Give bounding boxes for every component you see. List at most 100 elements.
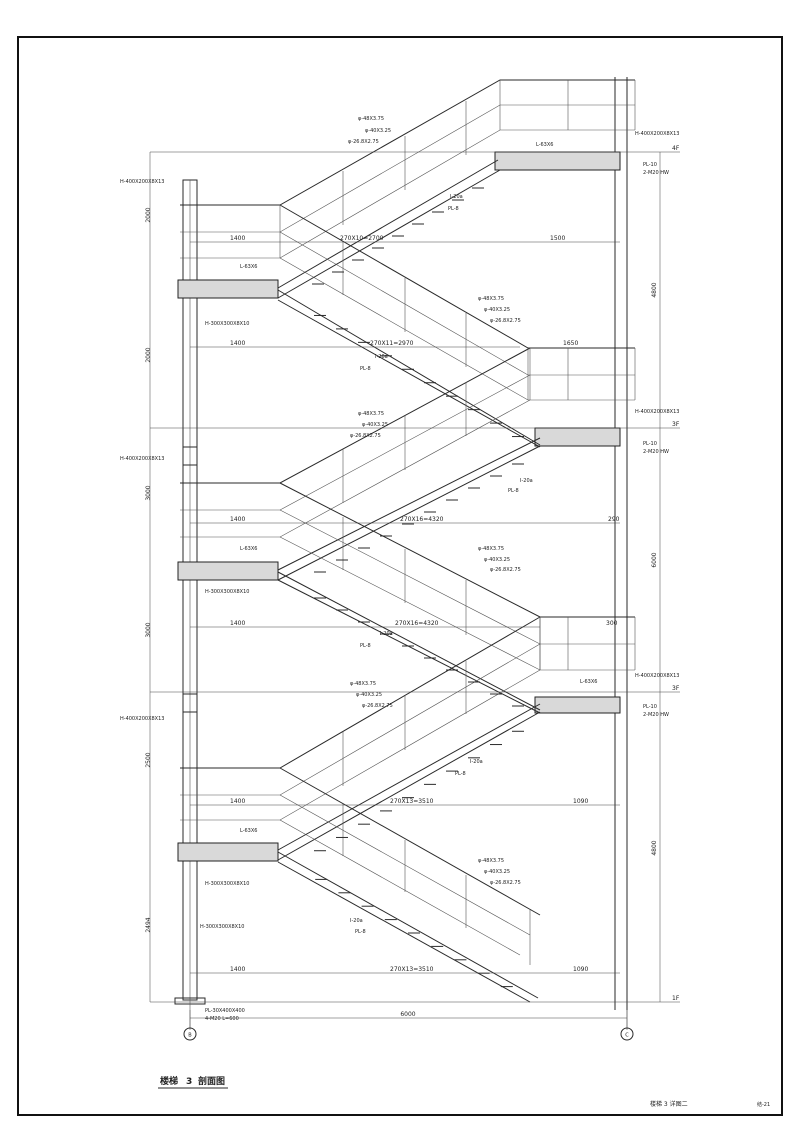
callout-rail-post-1: φ-26.8X2.75 [348, 139, 379, 145]
callout-rail-mid-2: φ-40X3.25 [484, 307, 510, 313]
landing-beam-middle-left [177, 561, 279, 581]
callout-stringer-5: I-20a [470, 759, 483, 765]
stair-treads [312, 187, 524, 988]
callout-column-3: H-400X200X8X13 [120, 716, 164, 722]
axis-c-label: C [625, 1033, 629, 1039]
column-dim-2: 2000 [145, 347, 152, 362]
callout-stringer-4: I-20a [380, 631, 393, 637]
callout-beam-5: L-63X6 [580, 679, 597, 685]
sheet-border [17, 36, 783, 1116]
callout-stringer-2: I-20a [375, 354, 388, 360]
right-column [614, 77, 628, 1010]
flight-dim-4: 270X16=4320 [395, 620, 439, 627]
callout-column-right-3: H-400X200X8X13 [635, 673, 679, 679]
callout-column-5: H-300X300X8X10 [205, 589, 249, 595]
column-dim-4: 3000 [145, 622, 152, 637]
flight-dim-2: 270X11=2970 [370, 340, 414, 347]
callout-plate-5: PL-8 [455, 771, 466, 777]
landing-beam-upper-left [177, 279, 279, 299]
axis-b-label: B [188, 1033, 192, 1039]
callout-column-right-2: H-400X200X8X13 [635, 409, 679, 415]
right-dim-3: 290 [608, 516, 620, 523]
level-lines [149, 151, 680, 1030]
callout-rail-mid-3: φ-40X3.25 [362, 422, 388, 428]
landing-dim-left-6: 1400 [230, 966, 245, 973]
left-column [174, 179, 206, 1005]
callout-bolt-3: 2-M20 HW [643, 712, 669, 718]
callout-bracket-2: PL-10 [643, 441, 657, 447]
callout-column-1: H-400X200X8X13 [120, 179, 164, 185]
callout-plate-4: PL-8 [360, 643, 371, 649]
callout-bolt-1: 2-M20 HW [643, 170, 669, 176]
callout-rail-mid-4: φ-40X3.25 [484, 557, 510, 563]
callout-stringer-6: I-20a [350, 918, 363, 924]
callout-rail-mid-6: φ-40X3.25 [484, 869, 510, 875]
rail-posts [279, 80, 636, 965]
callout-rail-mid-1: φ-40X3.25 [365, 128, 391, 134]
flight-dim-3: 270X16=4320 [400, 516, 444, 523]
callout-rail-top-2: φ-48X3.75 [478, 296, 504, 302]
axis-c: C [620, 1010, 634, 1041]
callout-plate-1: PL-8 [448, 206, 459, 212]
level-4-marker: 4F [672, 145, 680, 152]
callout-bracket-1: PL-10 [643, 162, 657, 168]
callout-column-right-1: H-400X200X8X13 [635, 131, 679, 137]
landing-dim-left-3: 1400 [230, 516, 245, 523]
storey-dim-upper: 4800 [651, 282, 658, 297]
callout-rail-post-5: φ-26.8X2.75 [362, 703, 393, 709]
landing-beam-level3a [534, 427, 621, 447]
level-3a-marker: 3F [672, 421, 680, 428]
callout-stringer-1: I-20a [450, 194, 463, 200]
column-dim-6: 2494 [145, 917, 152, 932]
landing-dim-left-2: 1400 [230, 340, 245, 347]
callout-rail-post-3: φ-26.8X2.75 [350, 433, 381, 439]
column-dim-3: 3000 [145, 485, 152, 500]
titleblock-text: 楼梯 3 详图二 [650, 1100, 688, 1108]
flight-dim-5: 270X13=3510 [390, 798, 434, 805]
callout-beam-4: L-63X6 [536, 142, 553, 148]
callout-anchor: 4-M20 L=600 [205, 1016, 239, 1022]
right-dim-2: 1650 [563, 340, 578, 347]
storey-dim-middle: 6000 [651, 552, 658, 567]
callout-beam-1: L-63X6 [240, 264, 257, 270]
column-dim-5: 2500 [145, 752, 152, 767]
flight-dim-6: 270X13=3510 [390, 966, 434, 973]
axis-b: B [183, 1000, 197, 1041]
right-dim-1: 1500 [550, 235, 565, 242]
landing-beam-level3b [534, 696, 621, 714]
flight-dim-1: 270X10=2700 [340, 235, 384, 242]
right-dim-5: 1090 [573, 798, 588, 805]
callout-plate-2: PL-8 [360, 366, 371, 372]
callout-column-4: H-300X300X8X10 [205, 321, 249, 327]
landing-dim-left-4: 1400 [230, 620, 245, 627]
level-3b-marker: 3F [672, 685, 680, 692]
callout-stringer-3: I-20a [520, 478, 533, 484]
right-dim-6: 1090 [573, 966, 588, 973]
callout-rail-top-5: φ-48X3.75 [350, 681, 376, 687]
storey-dim-lower: 4800 [651, 840, 658, 855]
landing-dim-left-5: 1400 [230, 798, 245, 805]
callout-base-plate: PL-30X400X400 [205, 1008, 245, 1014]
title-view: 剖面图 [198, 1075, 225, 1087]
callout-rail-top-3: φ-48X3.75 [358, 411, 384, 417]
callout-rail-post-6: φ-26.8X2.75 [490, 880, 521, 886]
landing-beam-lower-left [177, 842, 279, 862]
level-1-marker: 1F [672, 995, 680, 1002]
callout-plate-3: PL-8 [508, 488, 519, 494]
stair-flights [277, 159, 541, 1003]
callout-beam-3: L-63X6 [240, 828, 257, 834]
sheet-number: 结-21 [757, 1101, 770, 1108]
column-dim-1: 2000 [145, 207, 152, 222]
callout-rail-post-2: φ-26.8X2.75 [490, 318, 521, 324]
title-number: 3 [186, 1077, 192, 1087]
drawing-title: 楼梯 3 剖面图 [158, 1075, 228, 1089]
callout-beam-2: L-63X6 [240, 546, 257, 552]
callout-bolt-2: 2-M20 HW [643, 449, 669, 455]
callout-rail-top-4: φ-48X3.75 [478, 546, 504, 552]
callout-rail-top-1: φ-48X3.75 [358, 116, 384, 122]
landing-beam-level4 [494, 151, 621, 171]
callout-plate-6: PL-8 [355, 929, 366, 935]
callout-bracket-3: PL-10 [643, 704, 657, 710]
